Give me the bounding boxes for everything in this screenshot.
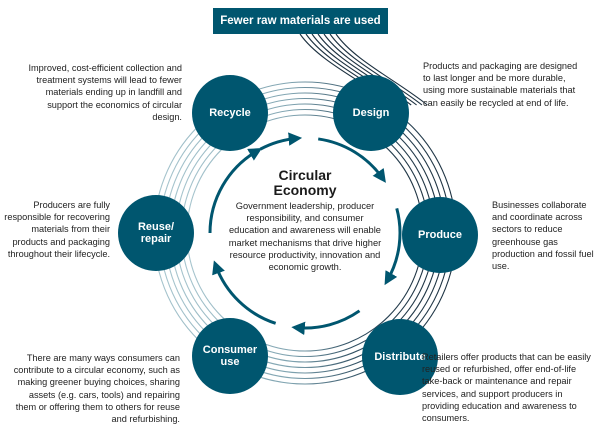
distribute-description: Retailers offer products that can be eas… <box>422 352 591 424</box>
stage-design: Design <box>333 75 409 151</box>
center-description: Government leadership, producer responsi… <box>228 201 382 273</box>
stage-produce: Produce <box>402 197 478 273</box>
cycle-arrow <box>384 208 402 286</box>
reuse-repair-description: Producers are fully responsible for reco… <box>4 200 110 259</box>
design-description: Products and packaging are designed to l… <box>423 61 578 108</box>
cycle-arrow <box>259 132 303 151</box>
fewer-raw-materials-banner: Fewer raw materials are used <box>213 8 388 34</box>
stage-recycle: Recycle <box>192 75 268 151</box>
consumer-use-description: There are many ways consumers can contri… <box>13 353 180 425</box>
recycle-description: Improved, cost-efficient collection and … <box>28 63 182 122</box>
stage-distribute: Distribute <box>362 319 438 395</box>
cycle-arrow <box>208 148 263 234</box>
center-title: Circular Economy <box>273 167 337 198</box>
inner-cycle-arrows <box>208 132 402 336</box>
cycle-arrow <box>212 260 277 325</box>
cycle-arrow <box>318 137 386 183</box>
flow-line <box>329 33 423 106</box>
flow-line <box>335 33 428 106</box>
produce-description: Businesses collaborate and coordinate ac… <box>492 200 594 272</box>
cycle-arrow <box>291 309 361 336</box>
stage-consumer-use: Consumer use <box>192 318 268 394</box>
stage-reuse-repair: Reuse/ repair <box>118 195 194 271</box>
